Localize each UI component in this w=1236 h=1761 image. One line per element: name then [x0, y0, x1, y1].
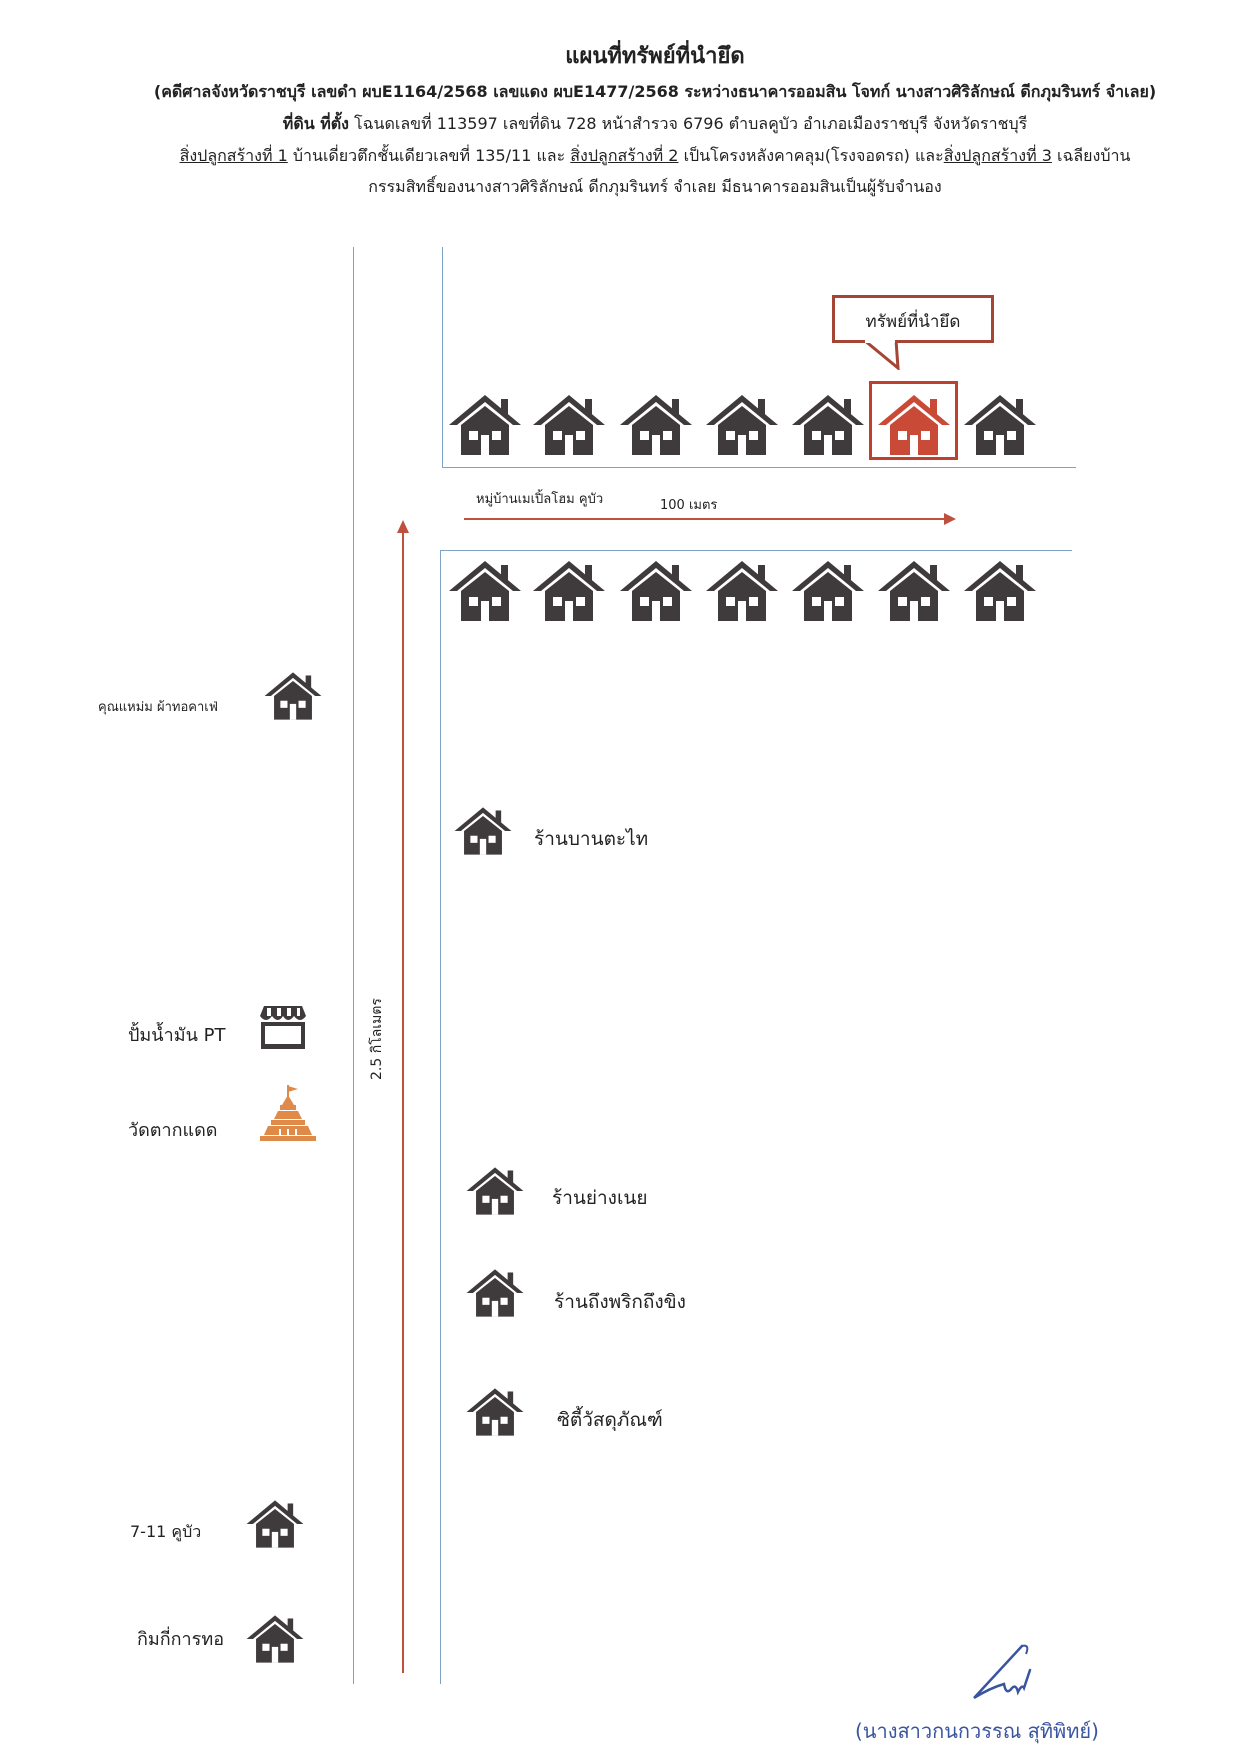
- temple-icon: [260, 1085, 316, 1141]
- village-label: หมู่บ้านเมเปิ้ลโฮม คูบัว: [476, 492, 604, 507]
- distance-2-5km-label: 2.5 กิโลเมตร: [369, 998, 385, 1080]
- arrow-2-5km: [397, 520, 409, 1673]
- shop-icon: [260, 1006, 306, 1049]
- main-road-right-edge-upper: [442, 247, 443, 467]
- landmark-label: ร้านถึงพริกถึงขิง: [554, 1291, 686, 1313]
- signature-mark: [973, 1644, 1032, 1700]
- seized-property-highlight: [869, 381, 958, 460]
- landmark-label: ร้านย่างเนย: [552, 1187, 648, 1209]
- house-icon: [245, 1497, 305, 1551]
- building2-label: สิ่งปลูกสร้างที่ 2: [570, 146, 679, 165]
- building1-text: บ้านเดี่ยวตึกชั้นเดียวเลขที่ 135/11 และ: [287, 146, 571, 165]
- house-icon: [618, 557, 694, 625]
- callout-pointer: [861, 340, 900, 370]
- signer-name: (นางสาวกนกวรรณ สุทิพิทย์): [855, 1719, 1099, 1743]
- house-icon: [962, 391, 1038, 459]
- location-line: ที่ดิน ที่ตั้ง โฉนดเลขที่ 113597 เลขที่ด…: [0, 112, 1236, 137]
- building3-text: เฉลียงบ้าน: [1051, 146, 1131, 165]
- house-icon: [465, 1266, 525, 1320]
- callout-label: ทรัพย์ที่นำยึด: [865, 312, 961, 332]
- building1-label: สิ่งปลูกสร้างที่ 1: [179, 146, 288, 165]
- soi-lower-edge: [440, 550, 1072, 551]
- house-icon: [531, 391, 607, 459]
- house-icon: [245, 1612, 305, 1666]
- main-road-left-edge: [353, 247, 354, 1684]
- house-icon: [531, 557, 607, 625]
- seized-property-callout: ทรัพย์ที่นำยึด: [832, 295, 994, 343]
- ownership-line: กรรมสิทธิ์ของนางสาวศิริลักษณ์ ดีกภุมรินท…: [368, 177, 942, 196]
- seized-house-icon: [876, 391, 952, 459]
- house-icon: [704, 557, 780, 625]
- building3-label: สิ่งปลูกสร้างที่ 3: [943, 146, 1052, 165]
- house-icon: [453, 804, 513, 858]
- house-icon: [790, 557, 866, 625]
- house-icon: [704, 391, 780, 459]
- location-text: โฉนดเลขที่ 113597 เลขที่ดิน 728 หน้าสำรว…: [348, 114, 1028, 133]
- landmark-label: คุณแหม่ม ผ้าทอคาเฟ่: [98, 700, 218, 715]
- landmark-label: ร้านบานตะไท: [534, 828, 649, 850]
- building2-text: เป็นโครงหลังคาคลุม(โรงจอดรถ) และ: [678, 146, 944, 165]
- landmark-label: ปั้มน้ำมัน PT: [128, 1025, 226, 1046]
- landmark-label: วัดตากแดด: [128, 1120, 218, 1141]
- buildings-line: สิ่งปลูกสร้างที่ 1 บ้านเดี่ยวตึกชั้นเดีย…: [0, 144, 1236, 169]
- house-icon: [876, 557, 952, 625]
- house-icon: [447, 557, 523, 625]
- distance-100m-label: 100 เมตร: [660, 498, 718, 513]
- house-icon: [447, 391, 523, 459]
- page-title: แผนที่ทรัพย์ที่นำยึด: [565, 44, 745, 69]
- location-label: ที่ดิน ที่ตั้ง: [282, 114, 349, 133]
- house-icon: [790, 391, 866, 459]
- house-icon: [962, 557, 1038, 625]
- house-icon: [465, 1385, 525, 1439]
- main-road-right-edge-lower: [440, 550, 441, 1684]
- house-icon: [263, 669, 323, 723]
- house-icon: [618, 391, 694, 459]
- arrow-100m: [464, 513, 956, 525]
- house-icon: [465, 1164, 525, 1218]
- case-line: (คดีศาลจังหวัดราชบุรี เลขดำ ผบE1164/2568…: [153, 82, 1157, 101]
- soi-upper-edge: [442, 467, 1076, 468]
- landmark-label: 7-11 คูบัว: [130, 1522, 202, 1541]
- landmark-label: ซิตี้วัสดุภัณฑ์: [557, 1409, 663, 1431]
- landmark-label: กิมกี่การทอ: [137, 1629, 225, 1650]
